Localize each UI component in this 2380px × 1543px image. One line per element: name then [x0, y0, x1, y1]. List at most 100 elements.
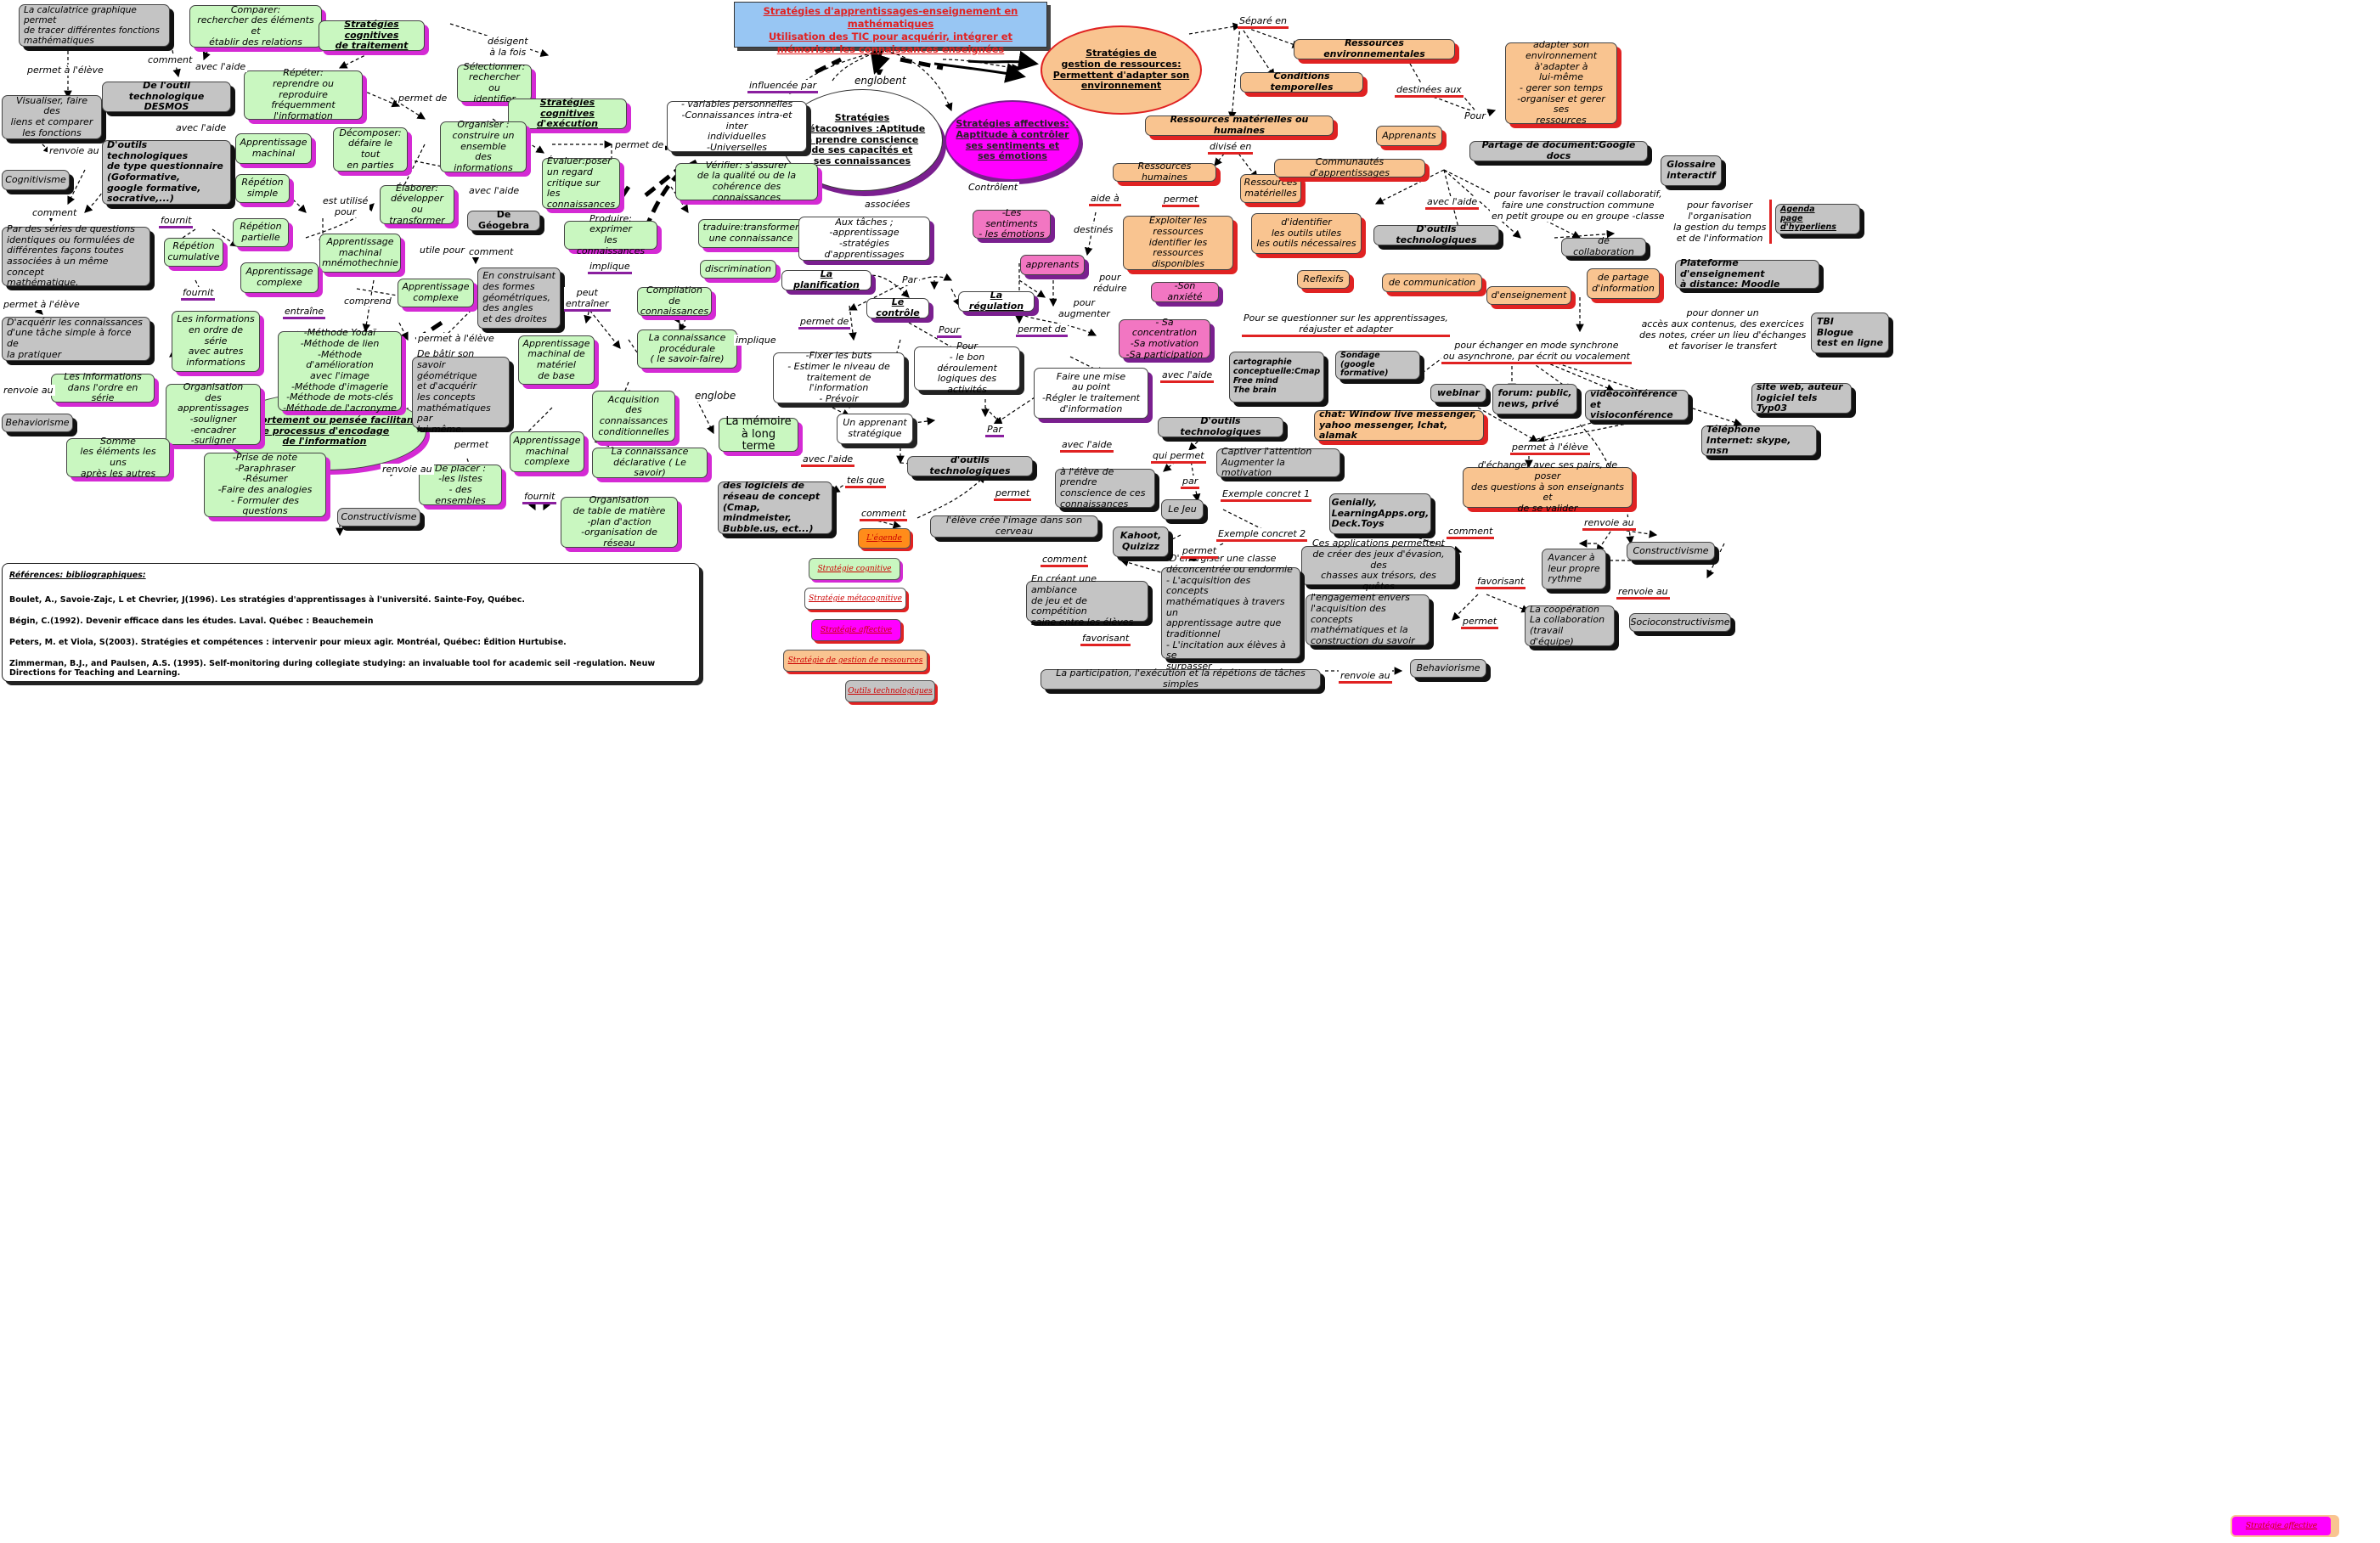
webinar-node[interactable]: webinar	[1430, 384, 1486, 403]
behaviorism-node-left[interactable]: Behaviorisme	[2, 414, 73, 432]
concentration-motivation-node[interactable]: - Sa concentration -Sa motivation -Sa pa…	[1119, 317, 1210, 359]
adapt-environment-node[interactable]: adapter son environnement à'adapter à lu…	[1505, 40, 1617, 126]
repeat-node[interactable]: Répéter: reprendre ou reproduire fréquem…	[244, 68, 363, 121]
resource-management-ellipse[interactable]: Stratégies de gestion de ressources: Per…	[1041, 25, 1202, 115]
teaching-tools-node[interactable]: d'enseignement	[1486, 286, 1571, 305]
learning-communities-node[interactable]: Communautés d'apprentissages	[1274, 157, 1425, 178]
energize-class-node[interactable]: -D'énergiser une classe déconcentrée ou …	[1161, 554, 1300, 672]
sum-elements-node[interactable]: Somme les éléments les uns après les aut…	[66, 436, 170, 478]
organize-node[interactable]: Organiser : construire un ensemble des i…	[440, 120, 527, 173]
exchange-with-peers-node[interactable]: d'échanger avec ses pairs, de poser des …	[1463, 460, 1633, 514]
student-awareness-node[interactable]: à l'élève de prendre conscience de ces c…	[1055, 466, 1155, 509]
mnemonic-methods-node[interactable]: -Méthode Yodaï -Méthode de lien -Méthode…	[278, 328, 402, 414]
evaluate-node[interactable]: Évaluer:poser un regard critique sur les…	[542, 156, 620, 210]
ordered-information-node[interactable]: Les informations dans l'ordre en série	[51, 371, 155, 403]
own-pace-node[interactable]: Avancer à leur propre rythme	[1542, 549, 1606, 589]
environmental-resources-node[interactable]: Ressources environnementales	[1294, 38, 1455, 59]
cognitive-execution-strategies-node[interactable]: Stratégies cognitives d'exécution	[508, 97, 627, 129]
game-node[interactable]: Le Jeu	[1161, 499, 1204, 520]
build-geometry-knowledge-node[interactable]: De bâtir son savoir géométrique et d'acq…	[412, 349, 510, 435]
learning-organization-node[interactable]: Organisation des apprentissages -soulign…	[166, 381, 261, 446]
engagement-node[interactable]: l'engagement envers l'acquisition des co…	[1306, 593, 1430, 646]
videoconference-node[interactable]: vidéoconférence et visioconférence	[1585, 388, 1689, 420]
produce-node[interactable]: Produire: exprimer les connaissances	[564, 213, 657, 256]
long-term-memory-node[interactable]: La mémoire à long terme	[719, 415, 798, 453]
table-of-contents-node[interactable]: Organisation de table de matière -plan d…	[561, 495, 678, 549]
cooperation-node[interactable]: La coopération La collaboration (travail…	[1525, 604, 1615, 646]
conditional-knowledge-node[interactable]: Acquisition des connaissances conditionn…	[592, 391, 675, 442]
simple-tasks-node[interactable]: La participation, l'exécution et la répé…	[1041, 668, 1321, 690]
select-node[interactable]: Sélectionner: rechercher ou identifier	[457, 61, 532, 104]
learners-node-resources[interactable]: Apprenants	[1376, 126, 1442, 146]
basic-rote-learning-node[interactable]: Apprentissage machinal de matériel de ba…	[518, 335, 595, 385]
material-resources-node[interactable]: Ressources matérielles	[1240, 174, 1301, 203]
serial-information-node[interactable]: Les informations en ordre de série avec …	[172, 311, 260, 372]
tasks-node[interactable]: Aux tâches ; -apprentissage -stratégies …	[798, 217, 930, 261]
question-series-node[interactable]: Par des séries de questions identiques o…	[2, 223, 150, 288]
constructivism-node-left[interactable]: Constructivisme	[337, 508, 420, 527]
geogebra-node[interactable]: De Géogebra	[467, 210, 540, 231]
questionnaire-tools-node[interactable]: D'outils technologiques de type question…	[102, 139, 231, 205]
discrimination-node[interactable]: discrimination	[700, 260, 776, 279]
exploit-resources-node[interactable]: Exploiter les ressources identifier les …	[1123, 216, 1233, 270]
mnemonic-learning-node[interactable]: Apprentissage machinal mnémothechnie	[319, 234, 401, 273]
capture-attention-node[interactable]: Captiver l'attention Augmenter la motiva…	[1216, 446, 1340, 478]
google-poll-node[interactable]: Sondage (google formative)	[1335, 351, 1420, 380]
agenda-node[interactable]: Agenda page d'hyperliens	[1775, 204, 1860, 234]
tech-tools-node-right[interactable]: D'outils technologiques	[1373, 224, 1499, 245]
knowledge-compilation-node[interactable]: Compilation de connaissances	[637, 284, 712, 317]
note-taking-node[interactable]: -Prise de note -Paraphraser -Résumer -Fa…	[204, 452, 326, 517]
communication-tools-node[interactable]: de communication	[1382, 273, 1482, 292]
visualize-functions-node[interactable]: Visualiser, faire des liens et comparer …	[2, 95, 102, 139]
material-human-resources-node[interactable]: Ressources matérielles ou humaines	[1145, 115, 1334, 136]
tech-tools-node-affective[interactable]: D'outils technologiques	[1158, 416, 1283, 437]
game-ambiance-node[interactable]: En créant une ambiance de jeu et de comp…	[1026, 574, 1148, 628]
learners-node-affective[interactable]: apprenants	[1020, 255, 1085, 275]
place-lists-node[interactable]: De placer : -les listes - des ensembles	[419, 463, 502, 505]
cognitivism-node[interactable]: Cognitivisme	[2, 170, 70, 190]
concept-mapping-tools-node[interactable]: cartographie conceptuelle:Cmap Free mind…	[1229, 352, 1324, 403]
affective-strategies-ellipse[interactable]: Stratégies affectives: Aaptitude à contr…	[945, 100, 1080, 181]
planning-node[interactable]: La planification	[781, 269, 871, 290]
acquire-knowledge-node[interactable]: D'acquérir les connaissances d'une tâche…	[2, 317, 150, 361]
info-sharing-tools-node[interactable]: de partage d'information	[1587, 268, 1660, 299]
reflexive-node[interactable]: Reflexifs	[1297, 270, 1350, 289]
procedural-knowledge-node[interactable]: La connaissance procédurale ( le savoir-…	[637, 329, 737, 369]
forum-node[interactable]: forum: public, news, privé	[1492, 384, 1577, 414]
set-goals-node[interactable]: -Fixer les buts - Estimer le niveau de t…	[773, 351, 905, 404]
tech-tools-node-center[interactable]: d'outils technologiques	[907, 455, 1033, 476]
strategic-learner-node[interactable]: Un apprenant stratégique	[837, 414, 913, 444]
simple-repetition-node[interactable]: Répétion simple	[235, 174, 290, 203]
complex-learning-node-2[interactable]: Apprentissage complexe	[398, 279, 474, 307]
rote-learning-node[interactable]: Apprentissage machinal	[235, 133, 312, 164]
chat-node[interactable]: chat: Window live messenger, yahoo messe…	[1314, 408, 1484, 441]
student-creates-image-node[interactable]: l'élève crée l'image dans son cerveau	[930, 515, 1098, 538]
control-node[interactable]: Le contrôle	[866, 297, 929, 318]
escape-games-node[interactable]: Ces applications permettent de créer des…	[1301, 538, 1456, 592]
elaborate-node[interactable]: Élaborer: développer ou transformer	[380, 183, 454, 225]
graphing-calculator-node[interactable]: La calculatrice graphique permet de trac…	[19, 4, 170, 47]
decompose-node[interactable]: Décomposer: défaire le tout en parties	[333, 127, 408, 172]
moodle-node[interactable]: Plateforme d'enseignement à distance: Mo…	[1675, 257, 1819, 290]
time-conditions-node[interactable]: Conditions temporelles	[1240, 71, 1363, 93]
behaviorism-node-right[interactable]: Behaviorisme	[1410, 659, 1486, 678]
tbi-blog-node[interactable]: TBI Blogue test en ligne	[1811, 313, 1889, 353]
human-resources-node[interactable]: Ressources humaines	[1113, 161, 1216, 183]
desmos-tool-node[interactable]: De l'outil technologique DESMOS	[102, 80, 231, 112]
anxiety-node[interactable]: -Son anxiété	[1151, 281, 1219, 302]
verify-node[interactable]: Vérifier: s'assurer de la qualité ou de …	[675, 160, 818, 202]
declarative-knowledge-node[interactable]: La connaissance déclarative ( Le savoir)	[592, 446, 708, 478]
collaboration-tools-node[interactable]: de collaboration	[1561, 236, 1646, 257]
personal-variables-node[interactable]: - variables personnelles -Connaissances …	[667, 99, 807, 153]
telephone-node[interactable]: Téléphone Internet: skype, msn	[1701, 424, 1817, 456]
socioconstructivism-node[interactable]: Socioconstructivisme	[1629, 613, 1731, 632]
activity-flow-node[interactable]: Pour - le bon déroulement logiques des a…	[914, 341, 1020, 395]
website-node[interactable]: site web, auteur logiciel tels Typ03	[1751, 381, 1852, 414]
constructivism-node-right[interactable]: Constructivisme	[1627, 542, 1715, 560]
geometric-shapes-node[interactable]: En construisant des formes géométriques,…	[477, 267, 561, 329]
kahoot-node[interactable]: Kahoot, Quizizz	[1113, 527, 1169, 557]
concept-map-software-node[interactable]: des logiciels de réseau de concept (Cmap…	[718, 481, 832, 534]
glossary-node[interactable]: Glossaire interactif	[1661, 155, 1722, 186]
cumulative-repetition-node[interactable]: Répétion cumulative	[164, 238, 223, 267]
google-docs-node[interactable]: Partage de document:Google docs	[1469, 140, 1648, 161]
